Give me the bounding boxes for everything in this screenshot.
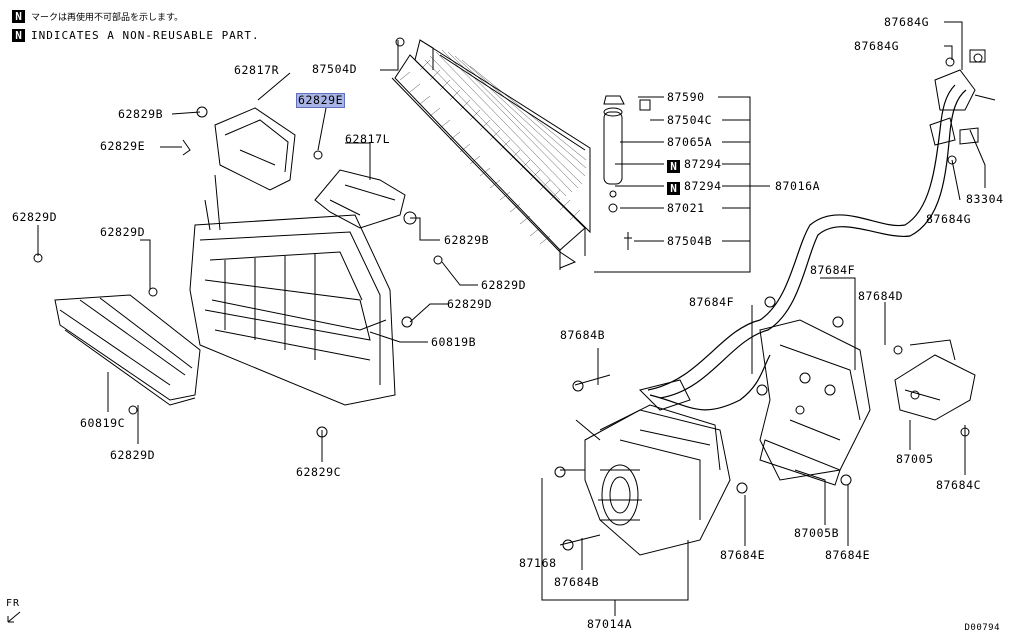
part-number: 87294 [684,179,722,193]
part-label-87005[interactable]: 87005 [896,452,934,466]
front-arrow-icon [7,611,21,623]
leader-60819B [369,331,428,343]
part-label-87065A[interactable]: 87065A [667,135,713,149]
part-label-62829C[interactable]: 62829C [296,465,342,479]
fasteners [33,37,983,551]
bracket-62817R [214,107,296,191]
part-label-62829B[interactable]: 62829B [118,107,164,121]
part-label-60819B[interactable]: 60819B [431,335,477,349]
part-label-62829D[interactable]: 62829D [12,210,58,224]
part-label-87684G[interactable]: 87684G [884,15,930,29]
part-label-62829B[interactable]: 62829B [444,233,490,247]
part-label-87504C[interactable]: 87504C [667,113,713,127]
leader-62829B-a [171,111,201,115]
receiver-dryer [603,95,651,250]
leader-87684G-c [951,159,961,201]
part-label-87016A[interactable]: 87016A [775,179,821,193]
part-label-87684E[interactable]: 87684E [720,548,766,562]
leader-87684F-a [820,277,856,370]
guide-60819C [54,294,201,406]
note-en: N INDICATES A NON-REUSABLE PART. [12,29,260,42]
leader-87005B [794,469,826,525]
part-label-62817R[interactable]: 62817R [234,63,280,77]
compressor-bracket [759,319,871,486]
discharge-hose [647,84,967,411]
leader-62829D-d [409,303,448,323]
part-label-62829D[interactable]: 62829D [110,448,156,462]
condenser-fins [399,49,587,245]
part-number: 87294 [684,157,722,171]
part-label-87684B[interactable]: 87684B [554,575,600,589]
leader-62829D-c [441,261,478,286]
part-label-60819C[interactable]: 60819C [80,416,126,430]
part-label-87684E[interactable]: 87684E [825,548,871,562]
hose-fittings [929,49,996,146]
non-reusable-badge-icon: N [12,29,25,42]
part-label-87684F[interactable]: 87684F [810,263,856,277]
leader-87504D [380,40,399,71]
diagram-code: D00794 [964,623,1000,633]
part-label-62829D[interactable]: 62829D [100,225,146,239]
part-label-62817L[interactable]: 62817L [345,132,391,146]
part-label-87684G[interactable]: 87684G [926,212,972,226]
condenser-core [391,39,591,270]
part-label-83304[interactable]: 83304 [966,192,1004,206]
leader-87684G-b [944,45,953,60]
part-label-87021[interactable]: 87021 [667,201,705,215]
note-jp-text: マークは再使用不可部品を示します。 [31,13,184,23]
part-label-87294[interactable]: N 87294 [667,180,722,195]
leader-62829B-b [410,217,440,241]
leader-87684G-a [944,21,963,70]
non-reusable-badge-icon: N [667,182,680,195]
part-label-87684G[interactable]: 87684G [854,39,900,53]
leader-62829E-hl [317,107,327,151]
part-label-87014A[interactable]: 87014A [587,617,633,631]
part-label-62829D[interactable]: 62829D [481,278,527,292]
bracket-87016A [594,96,751,273]
part-label-87168[interactable]: 87168 [519,556,557,570]
leader-62817L [345,142,371,180]
note-en-text: INDICATES A NON-REUSABLE PART. [31,29,260,42]
part-label-87005B[interactable]: 87005B [794,526,840,540]
non-reusable-badge-icon: N [667,160,680,173]
part-label-62829E-highlighted[interactable]: 62829E [296,93,346,108]
non-reusable-badge-icon: N [12,10,25,23]
shroud-panel-60819B [189,174,396,406]
leader-83304 [969,129,986,188]
part-label-87504B[interactable]: 87504B [667,234,713,248]
part-label-87684B[interactable]: 87684B [560,328,606,342]
part-label-62829E[interactable]: 62829E [100,139,146,153]
part-label-62829D[interactable]: 62829D [447,297,493,311]
leader-62829D-b [140,239,151,290]
note-jp: N マークは再使用不可部品を示します。 [12,10,183,23]
front-direction-label: FR [6,598,21,609]
part-label-87684D[interactable]: 87684D [858,289,904,303]
bracket-62817L [314,169,406,229]
part-label-87590[interactable]: 87590 [667,90,705,104]
part-label-87294[interactable]: N 87294 [667,158,722,173]
compressor [559,374,731,556]
part-label-87684C[interactable]: 87684C [936,478,982,492]
leader-62817R [257,72,291,101]
part-label-87684F[interactable]: 87684F [689,295,735,309]
bracket-87005 [894,339,976,421]
part-label-87504D[interactable]: 87504D [312,62,358,76]
